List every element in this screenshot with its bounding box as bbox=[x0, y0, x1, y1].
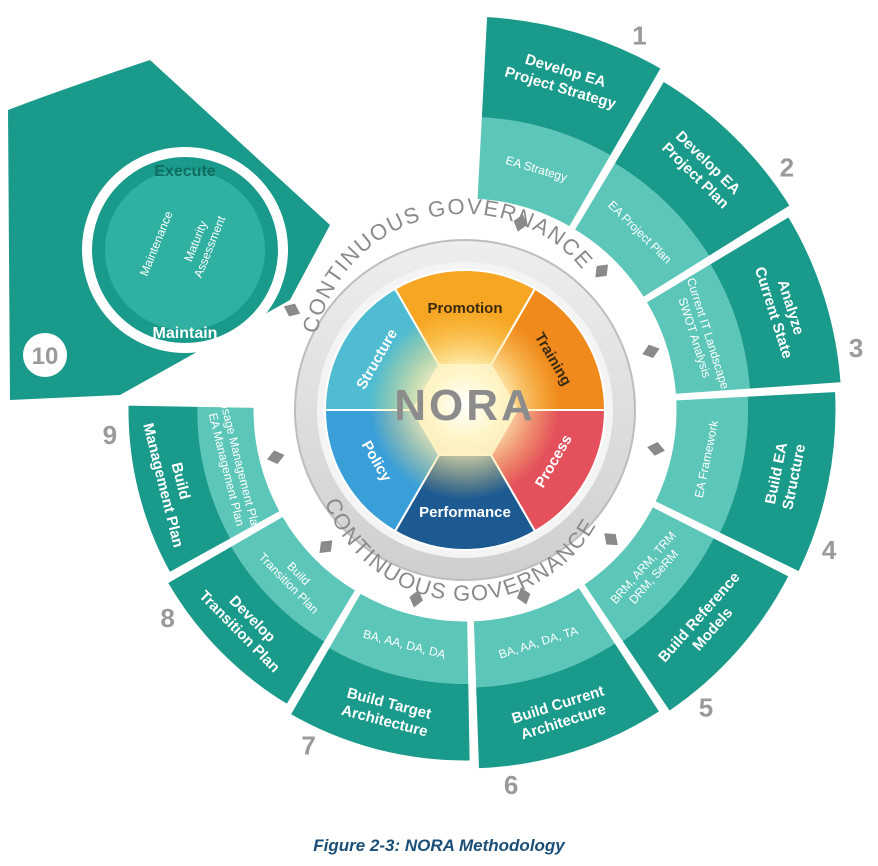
step-7-number: 7 bbox=[301, 730, 315, 760]
connector-arrow-10 bbox=[283, 303, 301, 317]
connector-arrow-1 bbox=[513, 214, 528, 232]
step-6-outputs-band bbox=[472, 586, 617, 688]
step-10-maintain-label: Maintain bbox=[153, 325, 218, 342]
step-3-title-band bbox=[709, 215, 843, 391]
step-2-title-band bbox=[613, 79, 792, 257]
step-2-number-badge bbox=[768, 149, 805, 186]
step-3-outline bbox=[642, 213, 844, 397]
connector-arrow-7 bbox=[409, 590, 423, 608]
step-9-outputs-band bbox=[197, 405, 282, 540]
hub-label-performance: Performance bbox=[419, 504, 511, 521]
step-1-number: 1 bbox=[632, 21, 646, 51]
figure-caption: Figure 2-3: NORA Methodology bbox=[313, 836, 565, 855]
step-6-outline bbox=[470, 584, 664, 772]
step-9-number-badge bbox=[91, 416, 128, 453]
step-9-outline bbox=[125, 402, 284, 576]
step-10-number-badge bbox=[23, 333, 67, 377]
connector-arrow-4 bbox=[647, 442, 665, 456]
center-title: NORA bbox=[394, 381, 536, 430]
step-6-number: 6 bbox=[504, 770, 518, 800]
step-5-number-badge bbox=[688, 689, 725, 726]
step-8-title-band bbox=[166, 545, 326, 706]
step-4-title-band bbox=[719, 390, 837, 574]
execute-maintain-core bbox=[105, 170, 265, 330]
step-10-execute-label: Execute bbox=[154, 163, 215, 180]
step-5-title-band bbox=[621, 537, 791, 713]
step-8-number: 8 bbox=[160, 603, 174, 633]
step-5-number: 5 bbox=[699, 693, 713, 723]
step-7-outline bbox=[286, 589, 473, 764]
step-9: Usage Management PlanEA Management PlanB… bbox=[91, 399, 284, 576]
step-2-outline bbox=[571, 77, 794, 301]
step-1-number-badge bbox=[621, 17, 658, 54]
connector-arrow-5 bbox=[604, 533, 618, 546]
step-4-outputs-band bbox=[653, 395, 748, 535]
connector-arrow-8 bbox=[319, 540, 333, 553]
step-4-number-badge bbox=[811, 531, 848, 568]
step-1-title-band bbox=[480, 15, 663, 157]
step-1-outputs-band bbox=[475, 117, 612, 229]
step-3-number: 3 bbox=[849, 333, 863, 363]
step-9-number: 9 bbox=[103, 420, 117, 450]
step-connectors bbox=[267, 214, 665, 608]
step-5-outline bbox=[580, 503, 793, 715]
step-2-number: 2 bbox=[780, 152, 794, 182]
step-8-outline bbox=[164, 512, 359, 708]
connector-arrow-2 bbox=[595, 264, 608, 278]
step-6-title-band bbox=[474, 642, 662, 770]
step-7-outputs-band bbox=[328, 591, 470, 684]
step-8-outputs-band bbox=[230, 515, 357, 643]
nora-hub: CONTINUOUS GOVERNANCE CONTINUOUS GOVERNA… bbox=[294, 194, 636, 606]
connector-arrow-3 bbox=[642, 344, 660, 359]
step-4-outline bbox=[651, 388, 839, 576]
step-9-title-band bbox=[126, 404, 231, 574]
hub-glow bbox=[370, 310, 560, 500]
step-3-number-badge bbox=[838, 330, 875, 367]
step-4-number: 4 bbox=[822, 535, 837, 565]
step-8-number-badge bbox=[149, 600, 186, 637]
step-3-outputs-band bbox=[645, 262, 750, 396]
step-5-outputs-band bbox=[582, 505, 715, 642]
step-6-number-badge bbox=[493, 767, 530, 804]
step-10-number: 10 bbox=[32, 343, 59, 370]
step-7-title-band bbox=[289, 647, 472, 762]
step-2-outputs-band bbox=[573, 162, 710, 299]
step-7-number-badge bbox=[290, 727, 327, 764]
connector-arrow-9 bbox=[267, 450, 285, 464]
execute-maintain-cycle bbox=[82, 147, 288, 353]
step-1-outline bbox=[474, 13, 665, 231]
connector-arrow-6 bbox=[516, 587, 531, 605]
